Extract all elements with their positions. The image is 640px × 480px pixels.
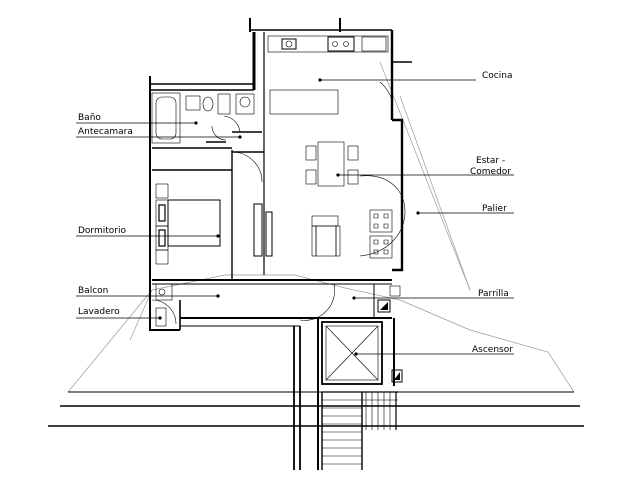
room-labels: Cocina Baño Antecamara Estar - Comedor P… (78, 71, 513, 355)
perspective-lines (67, 61, 575, 393)
label-cocina: Cocina (482, 71, 512, 81)
exterior-walls (149, 18, 412, 470)
label-lavadero: Lavadero (78, 307, 120, 317)
staircase (321, 391, 398, 470)
label-antecamara: Antecamara (78, 127, 133, 137)
label-comedor: Comedor (470, 167, 511, 177)
leader-lines (76, 78, 514, 356)
label-bano: Baño (78, 113, 101, 123)
label-dormitorio: Dormitorio (78, 226, 126, 236)
label-palier: Palier (482, 204, 507, 214)
bathroom-fixtures (151, 92, 262, 144)
elevator-shaft (321, 321, 403, 385)
label-balcon: Balcon (78, 286, 108, 296)
label-ascensor: Ascensor (472, 345, 513, 355)
balcony-elements (151, 283, 401, 327)
ground-lines (48, 391, 584, 427)
label-parrilla: Parrilla (478, 289, 509, 299)
kitchen-counter (267, 35, 389, 115)
label-estar: Estar - (476, 156, 505, 166)
bedroom-furniture (155, 151, 273, 265)
living-furniture (305, 81, 406, 259)
